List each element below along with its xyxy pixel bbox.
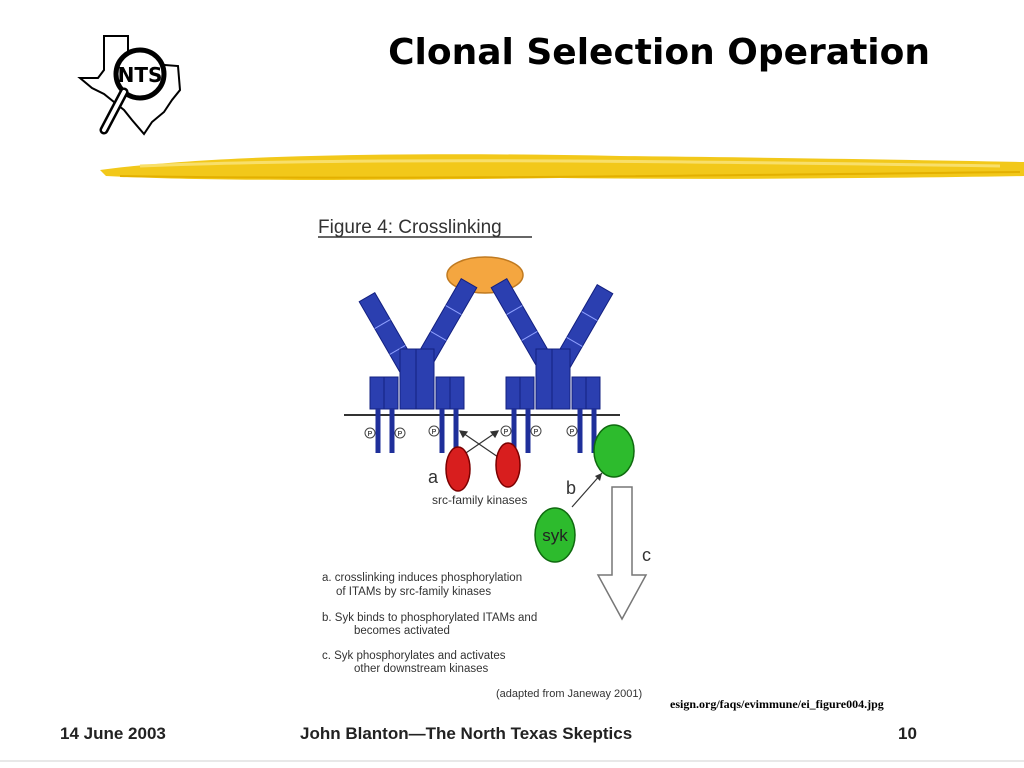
slide-title: Clonal Selection Operation (388, 32, 930, 73)
title-underline (100, 154, 1024, 180)
svg-text:other downstream kinases: other downstream kinases (354, 663, 488, 675)
svg-text:c. Syk phosphorylates and acti: c. Syk phosphorylates and activates (322, 650, 506, 662)
phospho-markers: P P P P P P (364, 425, 578, 439)
figure-credit: (adapted from Janeway 2001) (496, 688, 642, 700)
svg-text:P: P (504, 429, 509, 436)
svg-text:P: P (432, 429, 437, 436)
svg-text:of ITAMs by src-family kinases: of ITAMs by src-family kinases (336, 586, 491, 598)
footer-author: John Blanton—The North Texas Skeptics (300, 724, 633, 743)
svg-text:P: P (570, 429, 575, 436)
magnifier-lens-icon (113, 47, 167, 101)
svg-text:P: P (398, 431, 403, 438)
label-a: a (428, 467, 439, 487)
kinase-label: src-family kinases (432, 493, 527, 507)
label-b: b (566, 478, 576, 498)
bottom-divider (0, 760, 1024, 762)
crosslinking-figure: Figure 4: Crosslinking P P P P (318, 217, 651, 700)
image-source: esign.org/faqs/evimmune/ei_figure004.jpg (670, 697, 884, 711)
src-kinase-left (445, 446, 471, 492)
footer-date: 14 June 2003 (60, 724, 166, 743)
label-c: c (642, 545, 651, 565)
syk-activated (593, 424, 635, 478)
antibody-left (358, 277, 478, 410)
syk (534, 507, 576, 563)
antibody-right (490, 277, 614, 410)
crossing-arrows (458, 430, 500, 458)
svg-text:P: P (368, 431, 373, 438)
svg-text:P: P (534, 429, 539, 436)
svg-text:becomes activated: becomes activated (354, 625, 450, 637)
svg-text:b. Syk binds to phosphorylate: b. Syk binds to phosphorylated ITAMs and (322, 612, 537, 624)
figure-notes: a. crosslinking induces phosphorylation … (322, 572, 537, 675)
src-kinase-right (495, 442, 521, 488)
page-number: 10 (898, 724, 917, 743)
figure-title: Figure 4: Crosslinking (318, 217, 502, 238)
svg-text:a. crosslinking induces phosph: a. crosslinking induces phosphorylation (322, 572, 522, 584)
syk-label: syk (542, 526, 568, 545)
syk-binding-arrow (571, 472, 603, 508)
logo-text: NTS (118, 63, 163, 87)
downstream-arrow (596, 486, 648, 621)
nts-logo: NTS (77, 35, 182, 136)
